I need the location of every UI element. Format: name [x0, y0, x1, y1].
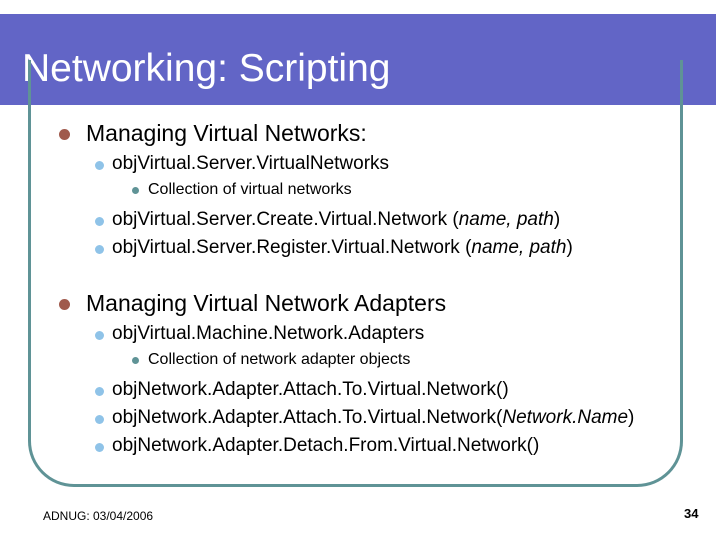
bullet-level3-icon: [132, 187, 139, 194]
bullet-level3-icon: [132, 357, 139, 364]
list-item: Collection of network adapter objects: [0, 348, 720, 373]
section-managing-virtual-network-adapters: Managing Virtual Network Adapters objVir…: [0, 288, 720, 460]
list-item-label: Collection of network adapter objects: [148, 351, 411, 368]
bullet-level1-icon: [59, 299, 70, 310]
list-item: objNetwork.Adapter.Detach.From.Virtual.N…: [0, 432, 720, 460]
method-signature-suffix: ): [628, 407, 635, 428]
bullet-level2-icon: [95, 217, 104, 226]
method-parameters: Network.Name: [502, 407, 629, 428]
list-item: objNetwork.Adapter.Attach.To.Virtual.Net…: [0, 404, 720, 432]
list-item: objNetwork.Adapter.Attach.To.Virtual.Net…: [0, 376, 720, 404]
bullet-level2-icon: [95, 443, 104, 452]
footer-label: ADNUG: 03/04/2006: [43, 509, 154, 523]
method-signature-prefix: objVirtual.Server.Create.Virtual.Network…: [112, 209, 459, 230]
method-signature-suffix: ): [553, 209, 561, 230]
method-parameters: name, path: [471, 237, 567, 258]
list-item: objVirtual.Server.VirtualNetworks: [0, 150, 720, 178]
method-signature-prefix: objVirtual.Server.Register.Virtual.Netwo…: [112, 237, 472, 258]
bullet-level2-icon: [95, 415, 104, 424]
page-title: Networking: Scripting: [22, 47, 391, 90]
content-frame-right-stub: [680, 60, 683, 120]
method-signature-prefix: objNetwork.Adapter.Detach.From.Virtual.N…: [112, 435, 540, 456]
slide-body: Managing Virtual Networks: objVirtual.Se…: [0, 118, 720, 460]
list-item: objVirtual.Server.Create.Virtual.Network…: [0, 206, 720, 234]
section-heading: Managing Virtual Network Adapters: [86, 290, 447, 316]
list-item-label: objVirtual.Server.Register.Virtual.Netwo…: [112, 234, 720, 261]
list-item: Managing Virtual Network Adapters: [0, 288, 720, 320]
bullet-level2-icon: [95, 161, 104, 170]
section-heading: Managing Virtual Networks:: [86, 120, 367, 146]
content-frame-left-stub: [28, 60, 31, 120]
list-item: Collection of virtual networks: [0, 178, 720, 203]
list-item: Managing Virtual Networks:: [0, 118, 720, 150]
title-underline: [0, 110, 638, 114]
list-item-label: objNetwork.Adapter.Attach.To.Virtual.Net…: [112, 376, 720, 403]
bullet-level2-icon: [95, 245, 104, 254]
list-item-label: objVirtual.Server.VirtualNetworks: [112, 153, 390, 174]
slide-number: 34: [684, 506, 699, 521]
bullet-level2-icon: [95, 331, 104, 340]
list-item: objVirtual.Machine.Network.Adapters: [0, 320, 720, 348]
method-signature-prefix: objNetwork.Adapter.Attach.To.Virtual.Net…: [112, 407, 503, 428]
list-item: objVirtual.Server.Register.Virtual.Netwo…: [0, 234, 720, 262]
list-item-label: objVirtual.Server.Create.Virtual.Network…: [112, 206, 720, 233]
list-item-label: objNetwork.Adapter.Detach.From.Virtual.N…: [112, 432, 720, 459]
method-signature-suffix: ): [566, 237, 573, 258]
title-banner: Networking: Scripting: [0, 14, 716, 114]
bullet-level1-icon: [59, 129, 70, 140]
list-item-label: objNetwork.Adapter.Attach.To.Virtual.Net…: [112, 404, 720, 431]
list-item-label: Collection of virtual networks: [148, 181, 352, 198]
list-item-label: objVirtual.Machine.Network.Adapters: [112, 323, 425, 344]
method-parameters: name, path: [458, 209, 554, 230]
bullet-level2-icon: [95, 387, 104, 396]
section-managing-virtual-networks: Managing Virtual Networks: objVirtual.Se…: [0, 118, 720, 262]
method-signature-prefix: objNetwork.Adapter.Attach.To.Virtual.Net…: [112, 379, 509, 400]
